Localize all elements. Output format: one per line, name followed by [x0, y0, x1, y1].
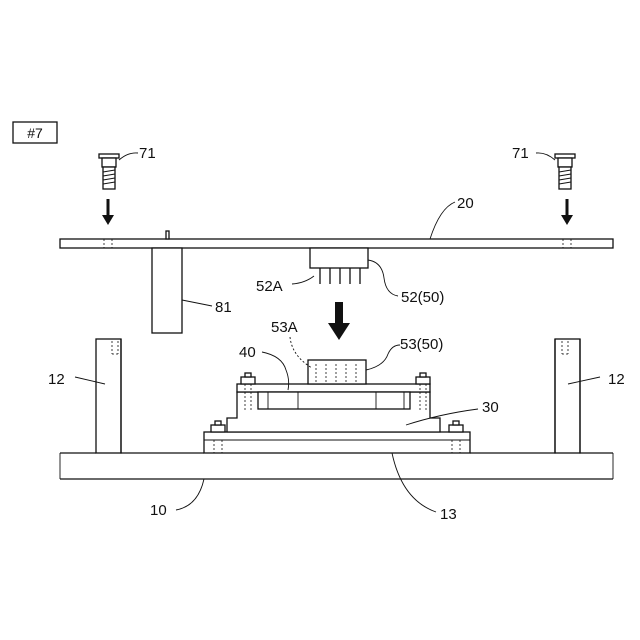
- label-52A: 52A: [256, 278, 283, 295]
- leader-81: [182, 300, 212, 306]
- leader-screw-left: [119, 153, 138, 160]
- svg-text:#7: #7: [27, 125, 43, 141]
- label-81: 81: [215, 299, 232, 316]
- label-screw-left: 71: [139, 145, 156, 162]
- label-53: 53(50): [400, 336, 443, 353]
- leader-base-recess: [392, 453, 436, 512]
- post-right: [555, 339, 580, 453]
- leader-52A: [292, 276, 314, 284]
- label-post-left: 12: [48, 371, 65, 388]
- leader-board: [430, 202, 455, 239]
- circuit-board: [60, 231, 613, 248]
- label-30: 30: [482, 399, 499, 416]
- connector-upper: [310, 248, 368, 284]
- screw-right: [555, 154, 575, 189]
- label-screw-right: 71: [512, 145, 529, 162]
- label-40: 40: [239, 344, 256, 361]
- label-52: 52(50): [401, 289, 444, 306]
- label-53A: 53A: [271, 319, 298, 336]
- label-post-right: 12: [608, 371, 625, 388]
- screw-left: [99, 154, 119, 189]
- component-81: [152, 248, 182, 333]
- arrow-down-icon: [102, 199, 114, 225]
- arrow-down-icon: [561, 199, 573, 225]
- label-base-recess: 13: [440, 506, 457, 523]
- label-base: 10: [150, 502, 167, 519]
- arrow-down-icon: [328, 302, 350, 340]
- figure-label: #7: [13, 122, 57, 143]
- leader-base: [176, 479, 204, 510]
- leader-53: [366, 345, 400, 370]
- leader-52: [368, 260, 398, 296]
- post-left: [96, 339, 121, 453]
- connector-lower: [308, 360, 366, 384]
- leader-screw-right: [536, 153, 555, 160]
- label-board: 20: [457, 195, 474, 212]
